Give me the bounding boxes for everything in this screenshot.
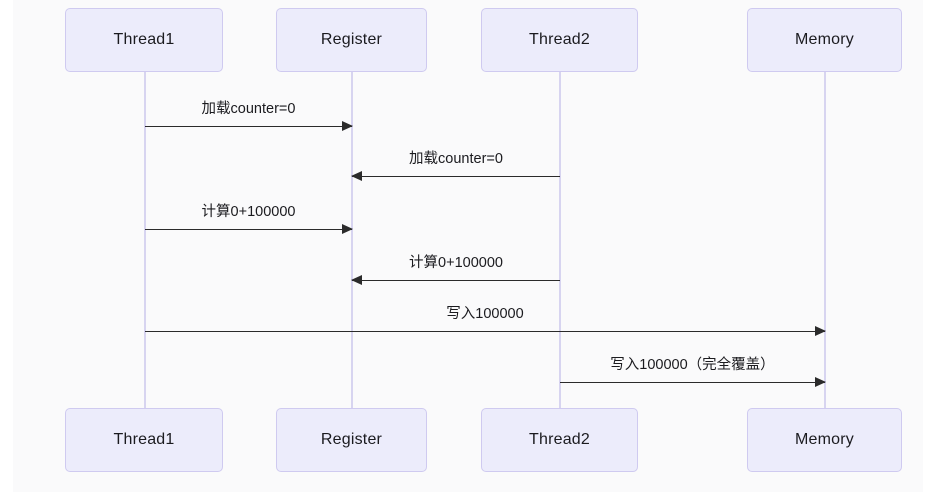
message-5-label: 写入100000 [446,306,524,322]
participant-bottom-register[interactable]: Register [276,408,427,472]
message-5-line [145,331,825,332]
participant-bottom-thread2-label: Thread2 [529,431,590,448]
message-5-arrowhead-icon [815,326,826,336]
message-2-label: 加载counter=0 [409,151,503,167]
message-2-arrowhead-icon [351,171,362,181]
lifeline-thread1 [144,72,146,410]
message-3-label: 计算0+100000 [201,204,296,220]
participant-top-thread1[interactable]: Thread1 [65,8,223,72]
message-4-line [352,280,560,281]
participant-bottom-memory-label: Memory [795,431,854,448]
diagram-surface: Thread1 Register Thread2 Memory Thread1 … [13,0,923,492]
lifeline-thread2 [559,72,561,410]
message-6-line [560,382,825,383]
message-1-label: 加载counter=0 [201,101,296,117]
participant-top-thread2-label: Thread2 [529,31,590,48]
participant-top-register-label: Register [320,31,383,48]
participant-bottom-thread1-label: Thread1 [113,431,175,448]
message-2-line [352,176,560,177]
participant-top-register[interactable]: Register [276,8,427,72]
participant-top-memory[interactable]: Memory [747,8,902,72]
participant-bottom-thread1[interactable]: Thread1 [65,408,223,472]
message-6-arrowhead-icon [815,377,826,387]
participant-bottom-memory[interactable]: Memory [747,408,902,472]
lifeline-memory [824,72,826,410]
participant-top-memory-label: Memory [795,31,854,48]
message-4-arrowhead-icon [351,275,362,285]
participant-bottom-register-label: Register [320,431,383,448]
participant-top-thread1-label: Thread1 [113,31,175,48]
message-6-label: 写入100000（完全覆盖） [610,357,775,373]
message-3-line [145,229,352,230]
lifeline-register [351,72,353,410]
participant-bottom-thread2[interactable]: Thread2 [481,408,638,472]
participant-top-thread2[interactable]: Thread2 [481,8,638,72]
message-1-line [145,126,352,127]
message-4-label: 计算0+100000 [409,255,503,271]
message-1-arrowhead-icon [342,121,353,131]
message-3-arrowhead-icon [342,224,353,234]
